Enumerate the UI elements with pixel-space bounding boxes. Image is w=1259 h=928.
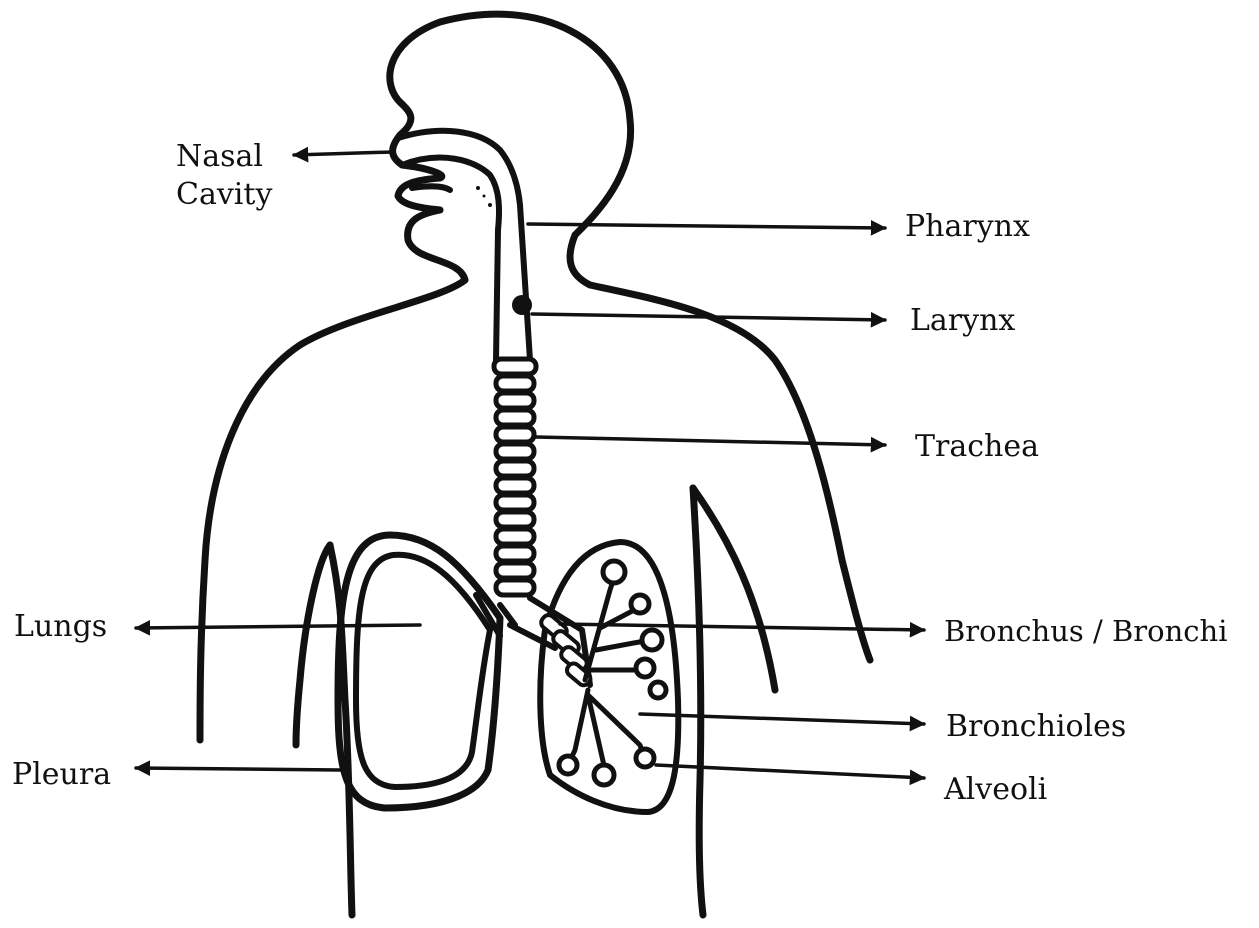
left-arm-inner bbox=[296, 545, 330, 745]
label-pleura: Pleura bbox=[12, 760, 111, 790]
arrow-lungs bbox=[136, 625, 420, 628]
trachea-rings bbox=[494, 359, 536, 595]
label-lungs: Lungs bbox=[14, 612, 107, 642]
arrow-alveoli bbox=[656, 765, 924, 778]
right-arm-inner bbox=[693, 488, 775, 690]
label-alveoli: Alveoli bbox=[944, 775, 1047, 805]
airway bbox=[398, 131, 536, 595]
arrow-trachea bbox=[536, 437, 885, 445]
arrow-bronchioles bbox=[640, 714, 924, 724]
label-bronchioles: Bronchioles bbox=[946, 712, 1126, 742]
head-and-face-outline bbox=[390, 14, 631, 285]
mouth-line bbox=[412, 186, 450, 190]
pharynx-left-wall bbox=[496, 230, 498, 360]
label-pharynx: Pharynx bbox=[905, 212, 1030, 242]
left-lung bbox=[338, 535, 515, 808]
label-bronchus: Bronchus / Bronchi bbox=[944, 617, 1228, 646]
lung-outline bbox=[356, 555, 490, 787]
right-torso-side bbox=[693, 488, 703, 915]
throat-dots bbox=[476, 186, 492, 207]
larynx-dot bbox=[512, 295, 532, 315]
arrow-nasal-cavity bbox=[294, 152, 392, 155]
label-larynx: Larynx bbox=[910, 306, 1015, 336]
label-nasal-cavity: Nasal Cavity bbox=[176, 138, 296, 213]
pharynx-right-wall bbox=[520, 205, 530, 360]
label-trachea: Trachea bbox=[915, 432, 1039, 462]
arrow-bronchus bbox=[560, 624, 924, 630]
left-shoulder bbox=[200, 280, 465, 740]
arrow-pleura bbox=[136, 768, 340, 770]
